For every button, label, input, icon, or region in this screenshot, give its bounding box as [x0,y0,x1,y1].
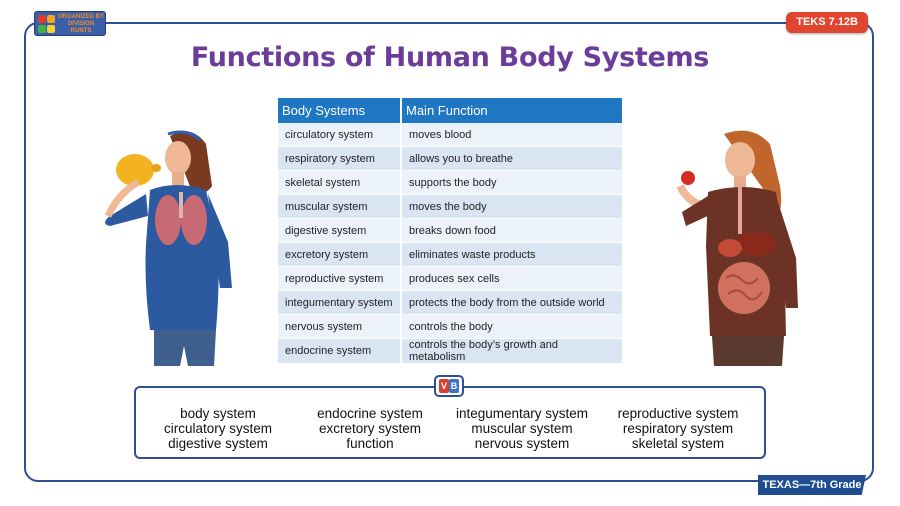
vocab-term: respiratory system [622,421,734,436]
main-function-cell: breaks down food [401,218,622,243]
logo-square-red [38,15,46,23]
vocab-term: nervous system [474,436,570,451]
vocab-term: muscular system [471,421,573,436]
vocab-badge-v: V [439,379,449,393]
teks-badge: TEKS 7.12B [786,12,868,33]
body-systems-table: Body Systems Main Function circulatory s… [278,98,622,364]
left-lung-shape [155,195,181,245]
intestines-shape [718,262,770,314]
woman-balloon-image [104,130,232,366]
column-header-body-systems: Body Systems [278,98,402,123]
grade-banner: TEXAS—7th Grade [758,475,866,495]
vocab-term: body system [180,406,256,421]
logo-square-yellow [47,25,55,33]
logo-text: ORGANIZED BY DIVISION RUNTS [57,14,104,34]
body-system-cell: respiratory system [278,146,402,171]
body-system-cell: excretory system [278,242,402,267]
vocab-term: function [346,436,394,451]
vocabulary-icon: V B [434,375,464,397]
vocab-term: endocrine system [317,406,423,421]
body-system-cell: reproductive system [278,266,402,291]
body-system-cell: nervous system [278,314,402,339]
vocab-column-2: endocrine system excretory system functi… [300,406,440,451]
apple-shape [681,171,695,185]
vocab-badge-b: B [449,379,459,393]
body-system-cell: endocrine system [278,338,402,364]
main-function-cell: controls the body [401,314,622,339]
main-function-cell: moves blood [401,123,622,147]
body-system-cell: integumentary system [278,290,402,315]
column-header-main-function: Main Function [401,98,622,123]
main-function-cell: moves the body [401,194,622,219]
vocab-term: reproductive system [617,406,739,421]
woman-apple-image [676,130,798,366]
body-system-cell: circulatory system [278,123,402,147]
vocabulary-box [134,386,766,459]
main-function-cell: allows you to breathe [401,146,622,171]
table-header-row: Body Systems Main Function [278,98,622,123]
vocab-term: skeletal system [631,436,725,451]
logo-square-orange [47,15,55,23]
main-function-cell: eliminates waste products [401,242,622,267]
vocab-column-1: body system circulatory system digestive… [148,406,288,451]
main-function-cell: protects the body from the outside world [401,290,622,315]
logo-square-green [38,25,46,33]
body-system-cell: muscular system [278,194,402,219]
stomach-shape [718,239,742,257]
body-system-cell: digestive system [278,218,402,243]
main-function-cell: controls the body’s growth and metabolis… [401,338,622,364]
vocab-column-3: integumentary system muscular system ner… [446,406,598,451]
vocab-term: integumentary system [455,406,589,421]
publisher-logo: ORGANIZED BY DIVISION RUNTS [34,11,106,36]
page-title: Functions of Human Body Systems [190,42,710,73]
liver-shape [736,232,776,256]
body-system-cell: skeletal system [278,170,402,195]
right-lung-shape [181,195,207,245]
main-function-cell: supports the body [401,170,622,195]
vocab-column-4: reproductive system respiratory system s… [605,406,751,451]
vocab-term: excretory system [318,421,422,436]
vocab-term: digestive system [168,436,268,451]
balloon-shape [116,154,154,186]
main-function-cell: produces sex cells [401,266,622,291]
vocab-term: circulatory system [163,421,273,436]
